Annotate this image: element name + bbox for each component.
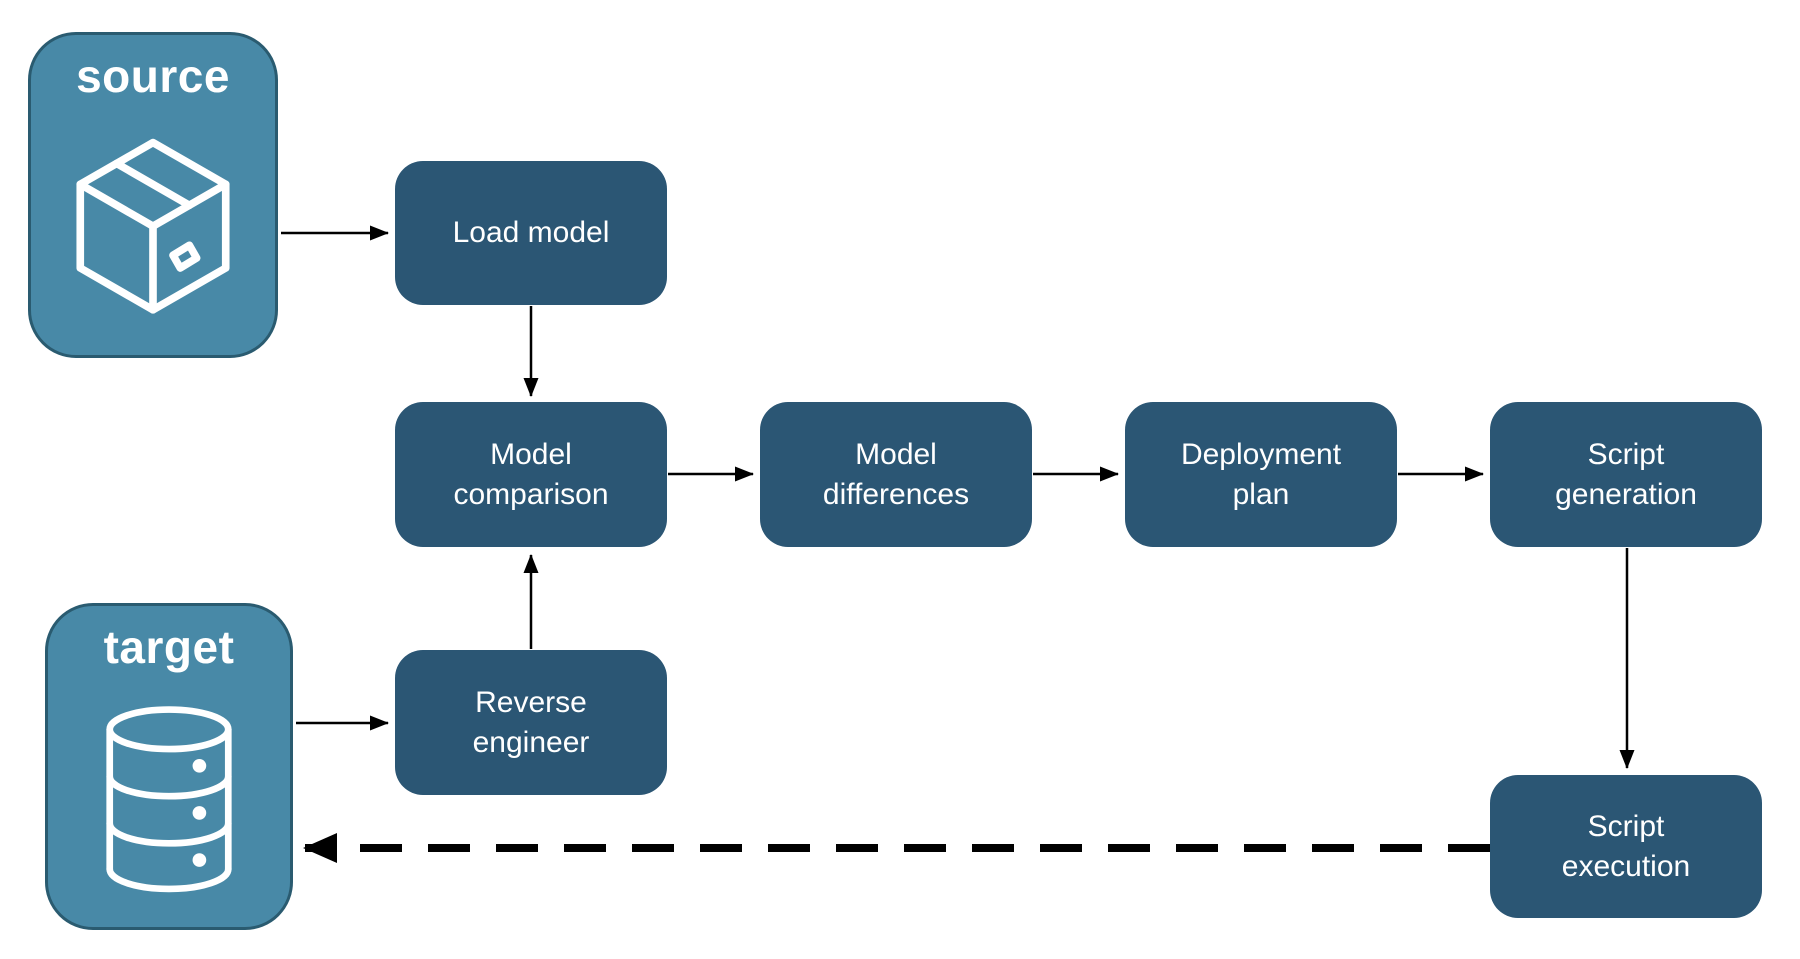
database-icon <box>48 673 290 927</box>
model-differences-node: Model differences <box>760 402 1032 547</box>
script-generation-node: Script generation <box>1490 402 1762 547</box>
target-node: target <box>45 603 293 930</box>
deployment-plan-node: Deployment plan <box>1125 402 1397 547</box>
target-label: target <box>103 621 235 673</box>
source-node: source <box>28 32 278 358</box>
load-model-node: Load model <box>395 161 667 305</box>
source-label: source <box>76 50 230 102</box>
reverse-engineer-node: Reverse engineer <box>395 650 667 795</box>
model-comparison-node: Model comparison <box>395 402 667 547</box>
script-execution-node: Script execution <box>1490 775 1762 918</box>
package-icon <box>31 102 275 355</box>
